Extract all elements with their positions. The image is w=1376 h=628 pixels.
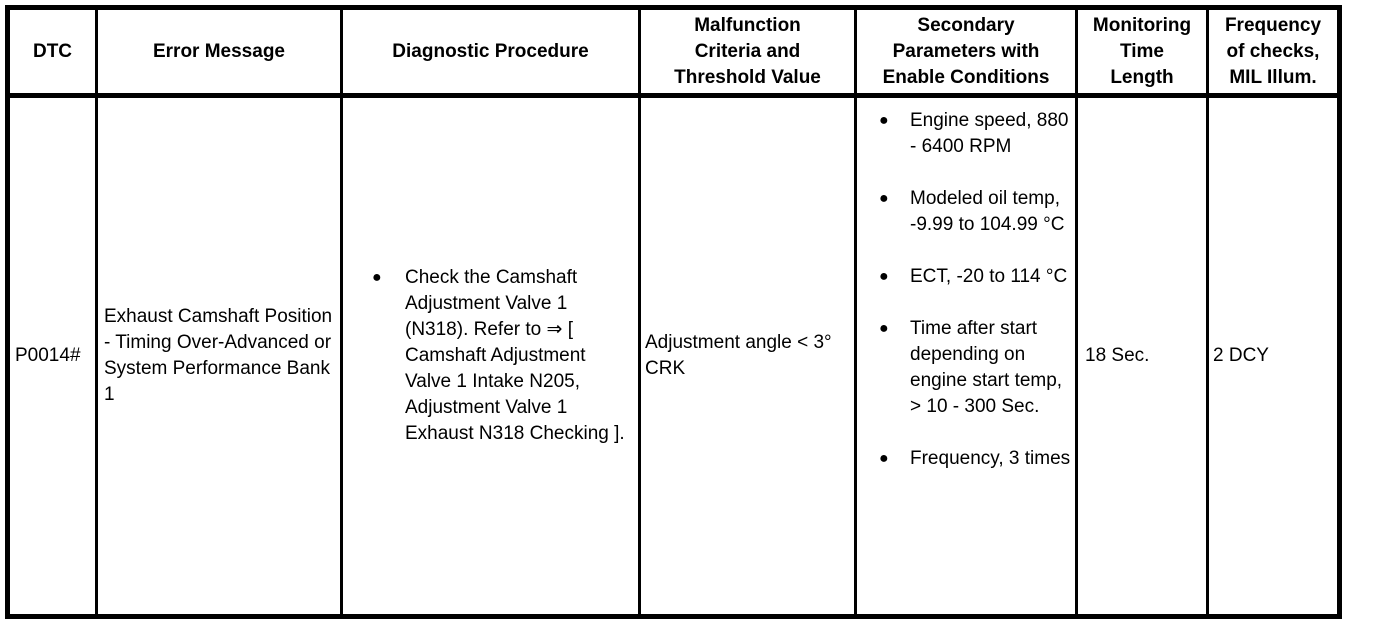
header-line: Parameters with xyxy=(892,40,1040,62)
header-line: Enable Conditions xyxy=(882,66,1050,88)
header-dtc: DTC xyxy=(6,6,98,98)
header-line: Criteria and xyxy=(694,40,801,62)
header-line: Time xyxy=(1119,40,1164,62)
list-item: ECT, -20 to 114 °C xyxy=(879,264,1071,290)
error-message-text: Exhaust Camshaft Position - Timing Over-… xyxy=(104,306,333,405)
table-body: P0014# Exhaust Camshaft Position - Timin… xyxy=(6,94,1341,618)
header-line: DTC xyxy=(32,40,73,62)
cell-dtc-code: P0014# xyxy=(6,94,98,618)
list-item: Modeled oil temp, -9.99 to 104.99 °C xyxy=(879,186,1071,238)
frequency-text: 2 DCY xyxy=(1213,345,1269,366)
header-frequency-of-checks: Frequency of checks, MIL Illum. xyxy=(1206,6,1341,98)
dtc-table: DTC Error Message Diagnostic Procedure M… xyxy=(5,5,1342,619)
list-item: Frequency, 3 times xyxy=(879,446,1071,472)
header-line: MIL Illum. xyxy=(1229,66,1317,88)
cell-secondary-parameters: Engine speed, 880 - 6400 RPM Modeled oil… xyxy=(854,94,1078,618)
header-line: of checks, xyxy=(1226,40,1320,62)
header-line: Error Message xyxy=(152,40,285,62)
table-header: DTC Error Message Diagnostic Procedure M… xyxy=(6,6,1341,98)
header-line: Monitoring xyxy=(1092,14,1192,36)
header-malfunction-criteria: Malfunction Criteria and Threshold Value xyxy=(638,6,857,98)
cell-error-message: Exhaust Camshaft Position - Timing Over-… xyxy=(95,94,343,618)
header-diagnostic-procedure: Diagnostic Procedure xyxy=(340,6,641,98)
monitoring-time-text: 18 Sec. xyxy=(1085,345,1150,366)
table-row: P0014# Exhaust Camshaft Position - Timin… xyxy=(6,94,1341,618)
header-error-message: Error Message xyxy=(95,6,343,98)
list-item: Engine speed, 880 - 6400 RPM xyxy=(879,108,1071,160)
header-line: Secondary xyxy=(917,14,1015,36)
cell-diagnostic-procedure: Check the Camshaft Adjustment Valve 1 (N… xyxy=(340,94,641,618)
header-line: Diagnostic Procedure xyxy=(392,40,589,62)
diagnostic-procedure-list: Check the Camshaft Adjustment Valve 1 (N… xyxy=(349,265,632,447)
header-line: Malfunction xyxy=(694,14,801,36)
header-line: Threshold Value xyxy=(674,66,821,88)
dtc-code: P0014# xyxy=(15,345,81,366)
malfunction-criteria-text: Adjustment angle < 3° CRK xyxy=(645,332,832,379)
header-line: Length xyxy=(1110,66,1174,88)
secondary-parameters-list: Engine speed, 880 - 6400 RPM Modeled oil… xyxy=(859,108,1074,472)
cell-malfunction-criteria: Adjustment angle < 3° CRK xyxy=(638,94,857,618)
list-item: Time after start depending on engine sta… xyxy=(879,316,1071,420)
cell-monitoring-time: 18 Sec. xyxy=(1075,94,1209,618)
header-row: DTC Error Message Diagnostic Procedure M… xyxy=(6,6,1341,98)
header-line: Frequency xyxy=(1224,14,1322,36)
cell-frequency-of-checks: 2 DCY xyxy=(1206,94,1341,618)
header-monitoring-time: Monitoring Time Length xyxy=(1075,6,1209,98)
list-item: Check the Camshaft Adjustment Valve 1 (N… xyxy=(372,265,628,447)
header-secondary-parameters: Secondary Parameters with Enable Conditi… xyxy=(854,6,1078,98)
